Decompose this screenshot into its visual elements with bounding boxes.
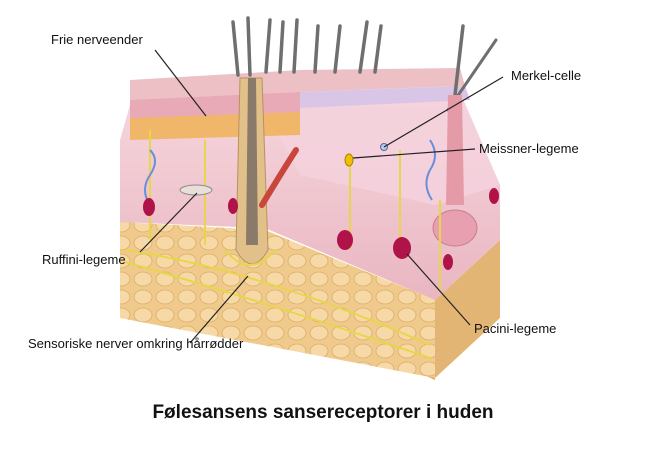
label-ruffini-corpuscle: Ruffini-legeme: [42, 252, 126, 267]
hairs: [231, 16, 498, 112]
label-hair-root-nerves: Sensoriske nerver omkring hårrødder: [28, 336, 244, 351]
arrector-pili-muscle: [259, 147, 299, 208]
leader-lines: [139, 49, 504, 344]
blood-vessels: [144, 139, 436, 206]
label-pacini-corpuscle: Pacini-legeme: [474, 321, 557, 336]
pacini-corpuscle: [143, 188, 499, 270]
label-merkel-cell: Merkel-celle: [511, 68, 582, 83]
meissner-corpuscle: [344, 153, 354, 167]
label-meissner-corpuscle: Meissner-legeme: [479, 141, 579, 156]
diagram-title: Følesansens sansereceptorer i huden: [152, 402, 494, 423]
ruffini-corpuscle: [179, 184, 213, 196]
label-free-nerve-endings: Frie nerveender: [51, 32, 143, 47]
hair-follicle: [235, 77, 269, 265]
